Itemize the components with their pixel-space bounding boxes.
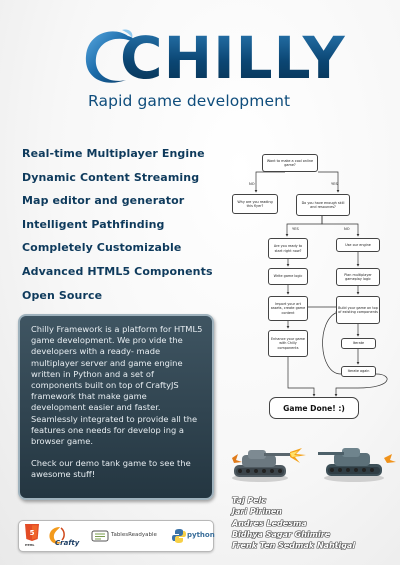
description-paragraph: Chilly Framework is a platform for HTML5… <box>31 324 203 447</box>
flow-right5: Iterate again <box>341 366 376 377</box>
flow-no-box: Why are you reading this flyer? <box>232 194 278 214</box>
description-cta: Check our demo tank game to see the awes… <box>31 458 191 480</box>
flow-right4: Iterate <box>341 338 376 349</box>
crafty-swirl-icon <box>49 527 65 544</box>
flow-done-box: Game Done! :) <box>269 397 359 419</box>
tables-logo-text: TablesReadyable <box>111 532 157 538</box>
feature-item: Real-time Multiplayer Engine <box>22 147 205 160</box>
right-tank-icon <box>318 448 396 482</box>
crafty-logo-text: Crafty <box>55 539 80 547</box>
author-name: Jari Pirinen <box>232 507 282 517</box>
author-name: Bidhya Sagar Ghimire <box>232 529 331 539</box>
authors-list: Taj Pelc Jari Pirinen Andres Ledesma Bid… <box>232 495 355 551</box>
technology-logos: 5 HTML Crafty TablesReadyable python <box>18 520 215 552</box>
feature-item: Completely Customizable <box>22 241 182 255</box>
feature-item: Advanced HTML5 Components <box>22 264 213 278</box>
flow-yes-label: YES <box>331 182 338 186</box>
tagline: Rapid game development <box>88 92 291 110</box>
flow-right1: Use our engine <box>336 238 380 252</box>
feature-item: Intelligent Pathfinding <box>22 217 165 231</box>
html5-logo-text: HTML <box>25 543 35 547</box>
feature-item: Map editor and generator <box>22 194 185 208</box>
flowchart: Want to make a cool online game? NO YES … <box>218 144 398 424</box>
author-name: Andres Ledesma <box>232 518 307 528</box>
feature-item: Open Source <box>22 288 103 302</box>
description-box: Chilly Framework is a platform for HTML5… <box>18 314 214 500</box>
flow-left1: Are you ready to start right now? <box>268 238 308 259</box>
python-logo-text: python <box>187 531 215 539</box>
features-list: Real-time Multiplayer Engine Dynamic Con… <box>22 147 213 312</box>
flow-left4: Enhance your game with Chilly components <box>268 330 308 357</box>
chilly-c-swirl-icon <box>85 29 134 83</box>
flow-right2: Plan multiplayer gameplay logic <box>336 268 380 286</box>
flow-yes-box: Do you have enough skill and resources? <box>296 194 350 216</box>
chilly-logo: CHILLY <box>78 24 345 92</box>
flow-no-label: NO <box>249 182 255 186</box>
feature-item: Dynamic Content Streaming <box>22 170 200 184</box>
flow-yes2-label: YES <box>292 227 299 231</box>
tanks-illustration <box>232 448 396 482</box>
svg-text:5: 5 <box>30 529 35 537</box>
flowchart-connectors <box>254 171 388 397</box>
left-tank-icon <box>232 448 306 482</box>
author-name: Taj Pelc <box>232 496 266 505</box>
flow-left3: Import your art assets, create game cont… <box>268 296 308 321</box>
python-logo-icon <box>172 529 186 543</box>
logo-title: CHILLY <box>120 24 346 92</box>
author-name: Frenk Ten Sedmak Nahtigal <box>232 541 356 551</box>
html5-shield-icon: 5 <box>25 524 39 541</box>
flow-no2-label: NO <box>344 227 350 231</box>
tables-readable-icon <box>91 530 109 542</box>
flow-right3: Build your game on top of existing compo… <box>336 296 380 324</box>
flow-left2: Write game logic <box>268 268 308 285</box>
flow-start-box: Want to make a cool online game? <box>262 154 318 172</box>
